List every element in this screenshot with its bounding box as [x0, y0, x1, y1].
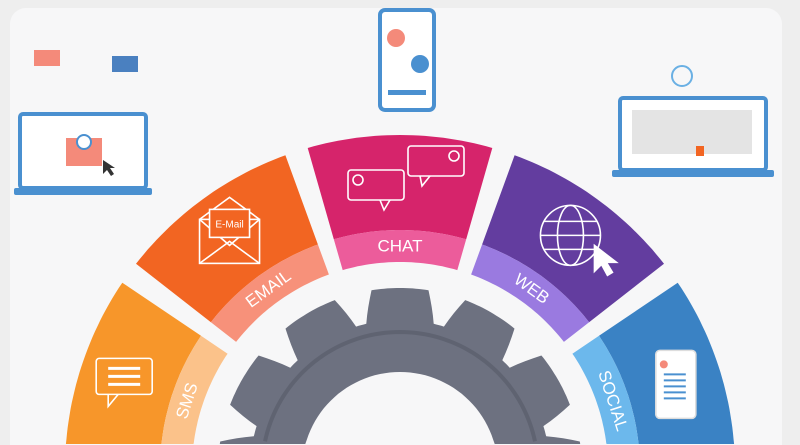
- globe-cursor-icon: [539, 204, 619, 277]
- gear-icon: [218, 288, 582, 444]
- segment-label-band: [333, 230, 467, 271]
- segment-fill: [136, 155, 318, 323]
- segment-fill: [307, 135, 493, 240]
- gear-ring: [263, 329, 537, 442]
- gear-hole: [302, 372, 498, 444]
- phone-contacts-icon: [378, 8, 436, 112]
- envelope-icon: E-Mail: [198, 196, 261, 265]
- segment-label-band: [471, 244, 590, 342]
- segment-label: CHAT: [377, 237, 422, 256]
- segment-label-band: [210, 244, 329, 342]
- sms-bubble-icon: [95, 357, 153, 409]
- segment-chat: CHAT: [307, 135, 493, 271]
- segment-label-band: [572, 335, 640, 444]
- segment-fill: [65, 282, 201, 444]
- gear-body: [218, 288, 582, 444]
- chat-bubbles-icon: [347, 145, 465, 212]
- segment-social: SOCIAL: [572, 282, 735, 444]
- laptop-web-icon: [612, 65, 774, 177]
- segment-sms: SMS: [65, 282, 228, 444]
- email-icon-text: E-Mail: [215, 219, 243, 230]
- segment-label-band: [160, 335, 228, 444]
- segment-fill: [482, 155, 664, 323]
- laptop-email-icon: [14, 50, 152, 195]
- smartphone-icon: [655, 349, 697, 420]
